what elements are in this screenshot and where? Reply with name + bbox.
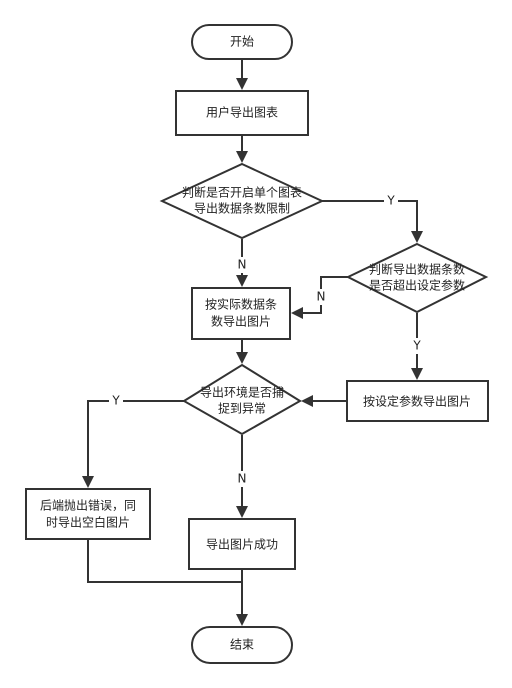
edge-label-limit-no: N [238,258,247,272]
edge-label-exceed-no: N [317,290,326,304]
label-mask [109,393,123,409]
node-backend-error: 后端抛出错误，同 时导出空白图片 [25,488,151,540]
decision-limit-label: 判断是否开启单个图表 [182,185,302,200]
node-export-actual-label: 按实际数据条 [205,297,277,312]
node-export-actual: 按实际数据条 数导出图片 [191,287,291,340]
decision-limit: 判断是否开启单个图表 导出数据条数限制 [159,162,325,240]
arrowhead [236,506,248,518]
edge-label-exception-yes: Y [111,394,120,408]
edge-label-exceed-yes: Y [412,339,421,353]
node-backend-error-label: 时导出空白图片 [46,515,130,530]
label-mask [235,257,249,273]
edge-label-limit-yes: Y [386,194,395,208]
label-mask [410,338,424,354]
node-backend-error-label: 后端抛出错误，同 [40,498,136,513]
label-mask [314,289,328,305]
label-mask [384,193,398,209]
decision-exception: 导出环境是否捕 捉到异常 [182,363,302,436]
arrowhead [236,151,248,163]
decision-exceed-label: 判断导出数据条数 [369,262,465,277]
node-export-actual-label: 数导出图片 [211,314,271,329]
decision-limit-label: 导出数据条数限制 [194,201,290,216]
decision-exception-label: 导出环境是否捕 [200,385,284,400]
arrowhead [236,78,248,90]
node-export-setting: 按设定参数导出图片 [346,380,489,422]
arrowhead [301,395,313,407]
edge-backend-error-to-merge [87,539,242,583]
node-user-export: 用户导出图表 [175,90,309,136]
node-user-export-label: 用户导出图表 [206,105,278,120]
arrowhead [291,307,303,319]
node-export-success-label: 导出图片成功 [206,538,278,552]
label-mask [235,471,249,487]
edge-label-exception-no: N [238,472,247,486]
edge-limit-yes [322,200,418,231]
arrowhead [236,275,248,287]
node-end: 结束 [191,626,293,664]
arrowhead [236,614,248,626]
arrowhead [236,352,248,364]
arrowhead [82,476,94,488]
arrowhead [411,231,423,243]
node-start: 开始 [191,24,293,60]
node-start-label: 开始 [230,35,254,49]
arrowhead [411,368,423,380]
node-end-label: 结束 [230,638,254,652]
edge-exception-yes [87,400,184,476]
decision-exceed-label: 是否超出设定参数 [369,278,465,293]
node-export-success: 导出图片成功 [188,518,296,570]
node-export-setting-label: 按设定参数导出图片 [363,394,471,409]
decision-exceed: 判断导出数据条数 是否超出设定参数 [345,242,489,314]
decision-exception-label: 捉到异常 [218,401,266,416]
